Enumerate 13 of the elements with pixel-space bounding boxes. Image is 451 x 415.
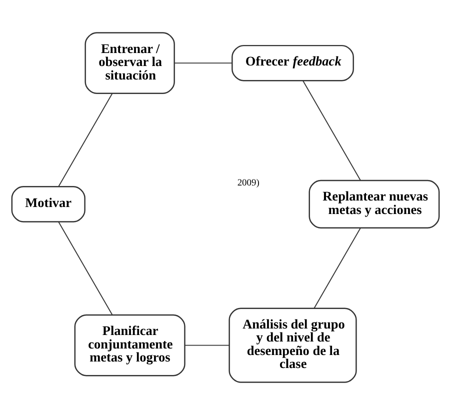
node-box: Motivar: [11, 186, 86, 222]
node-box: Ofrecer feedback: [232, 44, 354, 82]
connector: [314, 228, 361, 309]
node-box: Planificar conjuntamente metas y logros: [74, 314, 186, 376]
connector: [184, 344, 230, 346]
connector: [302, 80, 362, 181]
label: 2009): [237, 178, 260, 189]
node-box: Análisis del grupo y del nivel de desempeño de la clase: [228, 308, 357, 383]
node-box: Entrenar / observar la situación: [84, 32, 175, 94]
connector: [174, 62, 233, 64]
connector: [58, 93, 113, 188]
connector: [58, 221, 113, 316]
node-box: Replantear nuevas metas y acciones: [308, 180, 440, 228]
